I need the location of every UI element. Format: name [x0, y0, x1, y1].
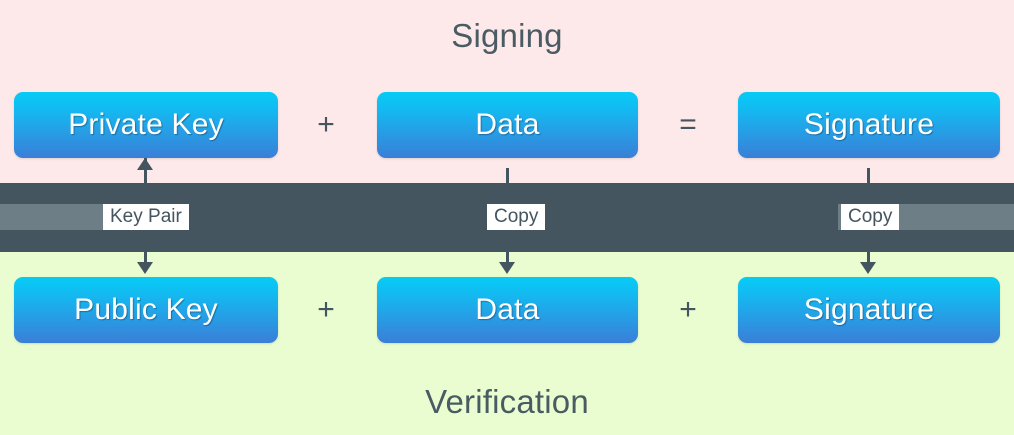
box-public-key[interactable]: Public Key	[14, 277, 278, 343]
connector-line-data-down	[506, 168, 509, 183]
transfer-label-copy-signature: Copy	[841, 204, 900, 230]
box-verification-data-label: Data	[475, 293, 540, 326]
connector-line-keypair-up	[144, 158, 147, 183]
connector-line-public-key	[144, 252, 147, 270]
box-verification-signature[interactable]: Signature	[738, 277, 1000, 343]
operator-verification-plus-1: +	[317, 293, 335, 326]
transfer-tick-key-pair	[100, 204, 103, 230]
transfer-tick-copy-right	[838, 204, 841, 230]
box-signing-signature-label: Signature	[803, 108, 935, 141]
box-private-key[interactable]: Private Key	[14, 92, 278, 158]
connector-line-verification-data	[506, 252, 509, 270]
operator-signing-plus: +	[317, 108, 335, 141]
arrow-down-icon-public-key	[137, 262, 153, 274]
box-verification-signature-label: Signature	[803, 293, 935, 326]
connector-line-verification-signature	[867, 252, 870, 270]
transfer-label-key-pair: Key Pair	[103, 204, 189, 230]
box-public-key-label: Public Key	[74, 293, 218, 326]
transfer-bar-right	[896, 204, 1014, 230]
box-private-key-label: Private Key	[68, 108, 224, 141]
arrow-down-icon-verification-signature	[860, 262, 876, 274]
transfer-label-copy-data: Copy	[487, 204, 546, 230]
operator-verification-plus-2: +	[679, 293, 697, 326]
box-signing-data-label: Data	[475, 108, 540, 141]
box-signing-signature[interactable]: Signature	[738, 92, 1000, 158]
transfer-bar-left	[0, 204, 100, 230]
box-verification-data[interactable]: Data	[377, 277, 638, 343]
signing-section-title: Signing	[451, 17, 563, 54]
arrow-up-icon-private-key	[137, 158, 153, 170]
verification-section-title: Verification	[425, 383, 589, 420]
box-signing-data[interactable]: Data	[377, 92, 638, 158]
operator-signing-equals: =	[679, 108, 697, 141]
arrow-down-icon-verification-data	[499, 262, 515, 274]
connector-line-signature-down	[867, 168, 870, 183]
